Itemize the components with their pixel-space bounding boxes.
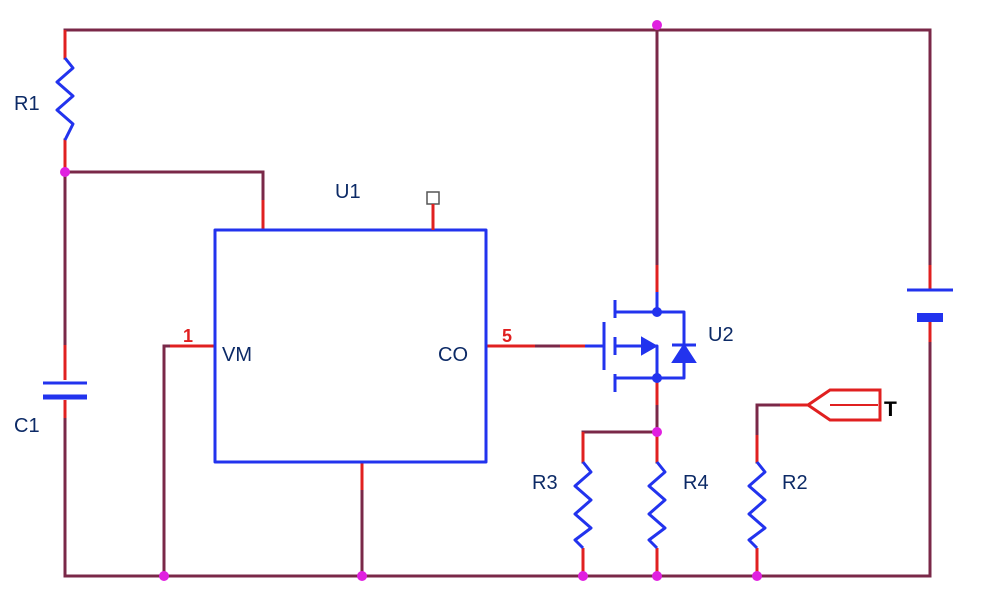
mosfet-u2: U2 bbox=[585, 292, 734, 392]
junction-dot bbox=[578, 571, 588, 581]
resistor-r3: R3 bbox=[532, 461, 593, 550]
junction-dot bbox=[652, 20, 662, 30]
junction-dot bbox=[652, 571, 662, 581]
ic-u1-label: U1 bbox=[335, 181, 361, 203]
mosfet-u2-body-diode-icon bbox=[671, 343, 697, 363]
resistor-r1-label: R1 bbox=[14, 93, 40, 115]
capacitor-c1-label: C1 bbox=[14, 415, 40, 437]
battery bbox=[907, 288, 953, 322]
ic-u1-pin-vm-label: VM bbox=[222, 344, 252, 366]
junction-dot bbox=[752, 571, 762, 581]
resistor-r4: R4 bbox=[647, 461, 709, 550]
ic-u1: U1 VM 1 CO 5 bbox=[183, 181, 512, 464]
ic-u1-pin-co-number: 5 bbox=[502, 326, 512, 346]
mosfet-u2-arrow-icon bbox=[641, 336, 659, 356]
battery-plate-short bbox=[917, 313, 943, 322]
ic-u1-unconnected-pin-icon bbox=[426, 191, 440, 205]
resistor-r2-label: R2 bbox=[782, 472, 808, 494]
terminal-t: T bbox=[805, 388, 897, 422]
resistor-r4-zigzag bbox=[647, 461, 667, 550]
mosfet-u2-label: U2 bbox=[708, 324, 734, 346]
ic-u1-pin-co-label: CO bbox=[438, 344, 468, 366]
resistor-r4-label: R4 bbox=[683, 472, 709, 494]
capacitor-c1: C1 bbox=[14, 381, 87, 437]
resistor-r3-zigzag bbox=[573, 461, 593, 550]
junction-dot bbox=[60, 167, 70, 177]
junction-dot bbox=[652, 427, 662, 437]
resistor-r3-label: R3 bbox=[532, 472, 558, 494]
wire-t-to-r2 bbox=[755, 403, 810, 464]
wires bbox=[63, 28, 932, 578]
resistor-r1-zigzag bbox=[55, 57, 75, 141]
wire-vm-to-ground bbox=[162, 344, 217, 578]
mosfet-u2-source-dot bbox=[652, 373, 662, 383]
mosfet-u2-drain-dot bbox=[652, 307, 662, 317]
resistor-r2: R2 bbox=[747, 461, 808, 550]
junction-dot bbox=[357, 571, 367, 581]
junctions bbox=[60, 20, 762, 581]
resistor-r1: R1 bbox=[14, 57, 75, 141]
junction-dot bbox=[159, 571, 169, 581]
ic-u1-pin-vm-number: 1 bbox=[183, 326, 193, 346]
pin-stubs bbox=[63, 30, 932, 576]
terminal-t-label: T bbox=[884, 398, 897, 421]
mosfet-u2-drain bbox=[615, 292, 659, 314]
wire-node-to-u1 bbox=[63, 170, 265, 232]
ic-u1-body bbox=[213, 228, 488, 464]
wire-r3-top bbox=[581, 430, 659, 464]
resistor-r2-zigzag bbox=[747, 461, 767, 550]
terminal-t-connector-icon bbox=[805, 388, 882, 422]
mosfet-u2-source bbox=[615, 344, 659, 380]
